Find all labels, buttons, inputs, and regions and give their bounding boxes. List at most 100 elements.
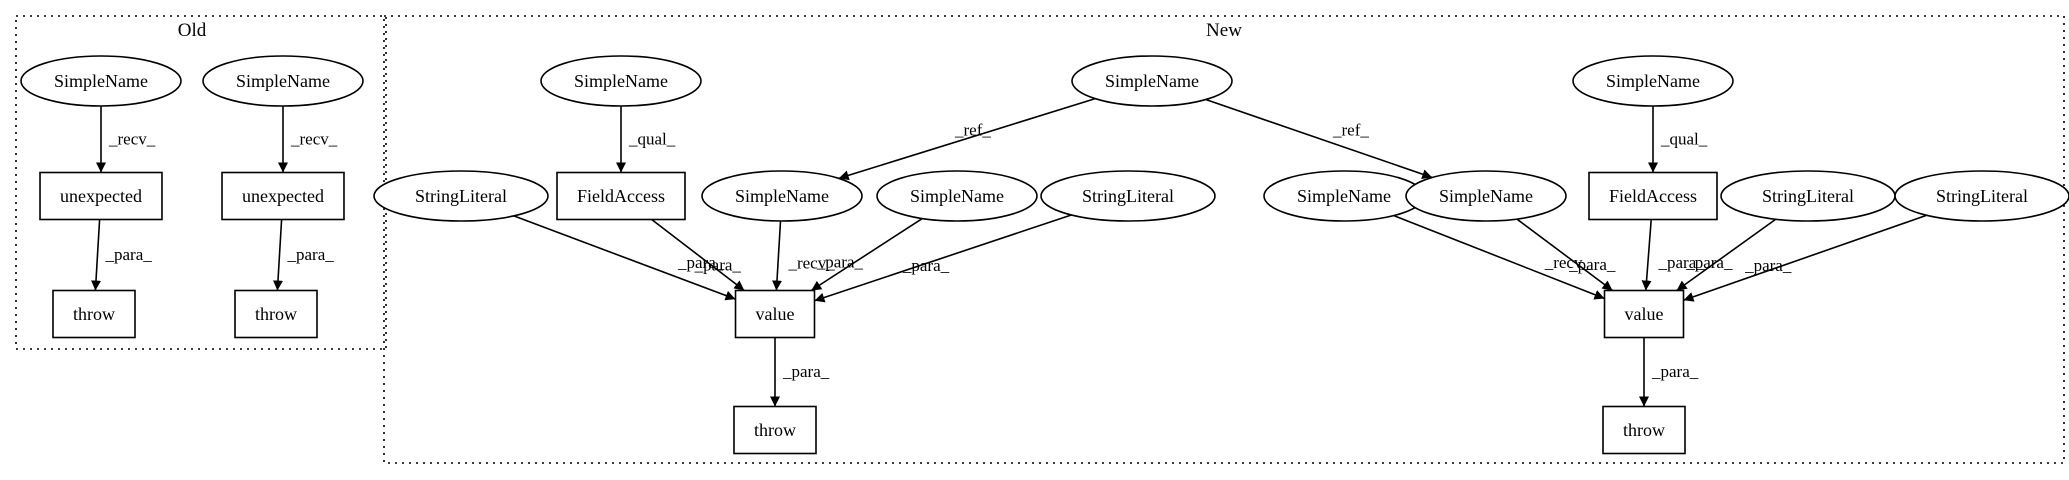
simple-name-node: SimpleName xyxy=(540,55,702,107)
node-label: throw xyxy=(1623,420,1665,440)
edge-n_sn_qr-n_fa_r: _qual_ xyxy=(1648,106,1708,173)
throw-node: throw xyxy=(52,289,136,339)
node-label: SimpleName xyxy=(54,71,148,91)
cluster-old xyxy=(15,15,387,350)
simple-name-node: SimpleName xyxy=(20,55,182,107)
edge-o_un1-o_th1: _para_ xyxy=(90,219,153,291)
node-label: FieldAccess xyxy=(577,186,665,206)
edge-arrow xyxy=(651,218,745,292)
simple-name-node: SimpleName xyxy=(202,55,364,107)
edge-label: _para_ xyxy=(105,245,153,264)
cluster-label-old: Old xyxy=(178,20,207,41)
edge-n_fa_r-n_val_r: _para_ xyxy=(1641,219,1705,291)
simple-name-node: SimpleName xyxy=(876,170,1038,222)
node-label: throw xyxy=(73,304,115,324)
string-literal-node: StringLiteral xyxy=(1720,170,1896,222)
edge-n_sn_pr-n_val_r: _para_ xyxy=(1393,214,1616,300)
edge-label: _qual_ xyxy=(1660,129,1708,148)
node-label: SimpleName xyxy=(1439,186,1533,206)
edge-arrow xyxy=(1393,214,1605,300)
edge-label: _para_ xyxy=(782,362,830,381)
node-label: StringLiteral xyxy=(1936,186,2028,206)
node-label: SimpleName xyxy=(735,186,829,206)
edge-label: _para_ xyxy=(677,253,725,272)
node-ellipse xyxy=(1405,170,1567,222)
edge-arrow xyxy=(1683,214,1927,302)
edge-label: _recv_ xyxy=(108,129,156,148)
edge-n_str3-n_val_r: _para_ xyxy=(1676,218,1777,292)
edge-label: _para_ xyxy=(816,253,864,272)
node-label: unexpected xyxy=(60,186,142,206)
edge-arrow xyxy=(1676,218,1777,292)
value-node: value xyxy=(734,289,816,339)
node-label: SimpleName xyxy=(236,71,330,91)
edge-label: _para_ xyxy=(1568,255,1616,274)
node-label: FieldAccess xyxy=(1609,186,1697,206)
edge-n_val_l-n_th_l: _para_ xyxy=(770,337,830,407)
node-ellipse xyxy=(876,170,1038,222)
edge-label: _qual_ xyxy=(628,129,676,148)
edge-n_sn_ql-n_fa_l: _qual_ xyxy=(616,106,676,173)
node-box xyxy=(734,289,816,339)
edge-label: _recv_ xyxy=(1544,253,1592,272)
node-label: throw xyxy=(255,304,297,324)
edge-arrow xyxy=(272,219,283,291)
field-access-node: FieldAccess xyxy=(556,171,686,221)
edge-n_str2-n_val_l: _para_ xyxy=(814,214,1072,303)
node-ellipse xyxy=(1572,55,1734,107)
throw-node: throw xyxy=(234,289,318,339)
string-literal-node: StringLiteral xyxy=(1894,170,2069,222)
cluster-new xyxy=(383,15,2065,464)
edge-arrow xyxy=(1641,219,1653,291)
edge-n_sn_top-n_sn_rr: _ref_ xyxy=(1205,98,1433,179)
node-label: StringLiteral xyxy=(1762,186,1854,206)
string-literal-node: StringLiteral xyxy=(1040,170,1216,222)
edge-label: _recv_ xyxy=(290,129,338,148)
cluster-label-new: New xyxy=(1206,20,1242,41)
simple-name-node: SimpleName xyxy=(1263,170,1425,222)
node-label: SimpleName xyxy=(1606,71,1700,91)
edge-arrow xyxy=(771,220,782,291)
node-label: StringLiteral xyxy=(415,186,507,206)
edge-n_str4-n_val_r: _para_ xyxy=(1683,214,1927,302)
node-label: StringLiteral xyxy=(1082,186,1174,206)
node-ellipse xyxy=(1894,170,2069,222)
simple-name-node: SimpleName xyxy=(1071,55,1233,107)
edge-n_fa_l-n_val_l: _para_ xyxy=(651,218,745,292)
edge-label: _para_ xyxy=(902,256,950,275)
edge-n_val_r-n_th_r: _para_ xyxy=(1639,337,1699,407)
edge-label: _para_ xyxy=(1651,362,1699,381)
node-ellipse xyxy=(1071,55,1233,107)
edge-arrow xyxy=(814,214,1072,303)
edge-n_sn_rr-n_val_r: _recv_ xyxy=(1516,218,1614,292)
node-ellipse xyxy=(20,55,182,107)
simple-name-node: SimpleName xyxy=(701,170,863,222)
edge-arrow xyxy=(810,217,923,292)
edge-n_sn_top-n_sn_rl: _ref_ xyxy=(838,97,1096,181)
node-box xyxy=(1603,289,1685,339)
node-ellipse xyxy=(1040,170,1216,222)
node-ellipse xyxy=(373,170,549,222)
throw-node: throw xyxy=(1602,405,1686,455)
edge-o_sn2-o_un2: _recv_ xyxy=(278,106,338,173)
simple-name-node: SimpleName xyxy=(1572,55,1734,107)
node-box xyxy=(234,289,318,339)
edge-label: _ref_ xyxy=(1332,121,1369,140)
node-ellipse xyxy=(540,55,702,107)
node-box xyxy=(39,171,163,221)
node-ellipse xyxy=(202,55,364,107)
edge-n_sn_rl-n_val_l: _recv_ xyxy=(771,220,835,291)
unexpected-node: unexpected xyxy=(39,171,163,221)
field-access-node: FieldAccess xyxy=(1588,171,1718,221)
node-box xyxy=(52,289,136,339)
node-label: value xyxy=(1625,304,1664,324)
node-box xyxy=(1588,171,1718,221)
node-label: unexpected xyxy=(242,186,324,206)
unexpected-node: unexpected xyxy=(221,171,345,221)
node-box xyxy=(733,405,817,455)
node-ellipse xyxy=(701,170,863,222)
node-label: SimpleName xyxy=(910,186,1004,206)
edge-n_sn_pl-n_val_l: _para_ xyxy=(810,217,923,292)
edge-label: _recv_ xyxy=(787,254,835,273)
